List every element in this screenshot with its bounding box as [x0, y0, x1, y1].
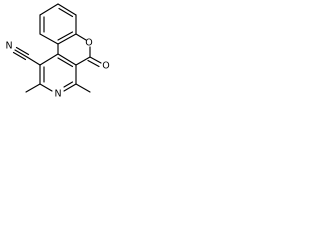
atom-label-oxygen-ring: O: [85, 38, 92, 49]
atom-label-oxygen-carbonyl: O: [102, 61, 109, 72]
nitrile-triple-bond: [15, 46, 30, 56]
bond: [39, 3, 59, 16]
double-bond-inner: [57, 31, 74, 41]
double-bond-inner: [63, 81, 74, 88]
nitrile-bond: [26, 56, 41, 66]
chemical-structure-diagram: O O N N: [5, 3, 110, 100]
methyl-bond-left: [25, 83, 41, 93]
double-bond-inner: [58, 7, 74, 18]
bond: [57, 53, 77, 66]
bond: [57, 3, 77, 16]
bond: [39, 33, 59, 45]
nitrile-triple-bond: [14, 49, 28, 58]
atom-label-nitrogen-nitrile: N: [5, 41, 12, 52]
benzo-ring: [39, 3, 77, 45]
carbonyl-bond: [89, 56, 102, 64]
pyridine-ring: [39, 53, 77, 92]
double-bond-inner: [57, 57, 74, 68]
bond: [39, 53, 59, 66]
methyl-bond-right: [75, 83, 91, 93]
bond: [63, 83, 77, 92]
bond: [75, 33, 87, 41]
atom-label-nitrogen-pyridine: N: [54, 89, 61, 100]
pyranone-ring: [57, 33, 102, 68]
substituents: [12, 46, 91, 93]
carbonyl-bond: [87, 59, 100, 68]
bond: [39, 83, 53, 92]
bond: [57, 33, 77, 45]
nitrile-triple-bond: [12, 51, 27, 61]
bond: [75, 56, 91, 66]
